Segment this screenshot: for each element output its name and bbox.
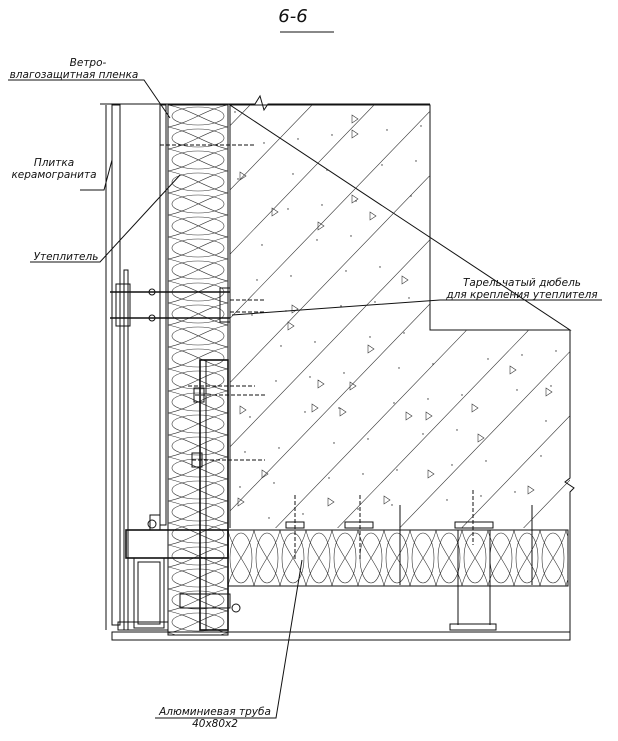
vertical-insulation — [167, 104, 229, 636]
label-windproof-film-line2: влагозащитная пленка — [10, 69, 139, 81]
label-dowel-line2: для крепления утеплителя — [445, 289, 597, 301]
label-insulation: Утеплитель — [34, 251, 99, 263]
ceramic-tile-facade — [105, 104, 121, 630]
label-dowel-line1: Тарельчатый дюбель — [463, 277, 581, 289]
label-tile-line2: керамогранита — [11, 169, 96, 181]
label-aluminium-line1: Алюминиевая труба — [158, 706, 271, 718]
label-tile-line1: Плитка — [34, 157, 74, 169]
subframe-profile — [123, 104, 167, 631]
label-aluminium-line2: 40х80х2 — [192, 718, 238, 730]
horizontal-insulation — [227, 529, 569, 587]
label-windproof-film-line1: Ветро- — [70, 57, 107, 69]
aluminium-frame — [125, 359, 231, 631]
right-break-line — [564, 330, 575, 640]
leader-lines — [8, 79, 602, 719]
bottom-finish — [111, 631, 571, 641]
top-break-line — [100, 94, 430, 112]
section-title: 6-6 — [278, 6, 307, 27]
wall-brackets — [110, 144, 533, 631]
